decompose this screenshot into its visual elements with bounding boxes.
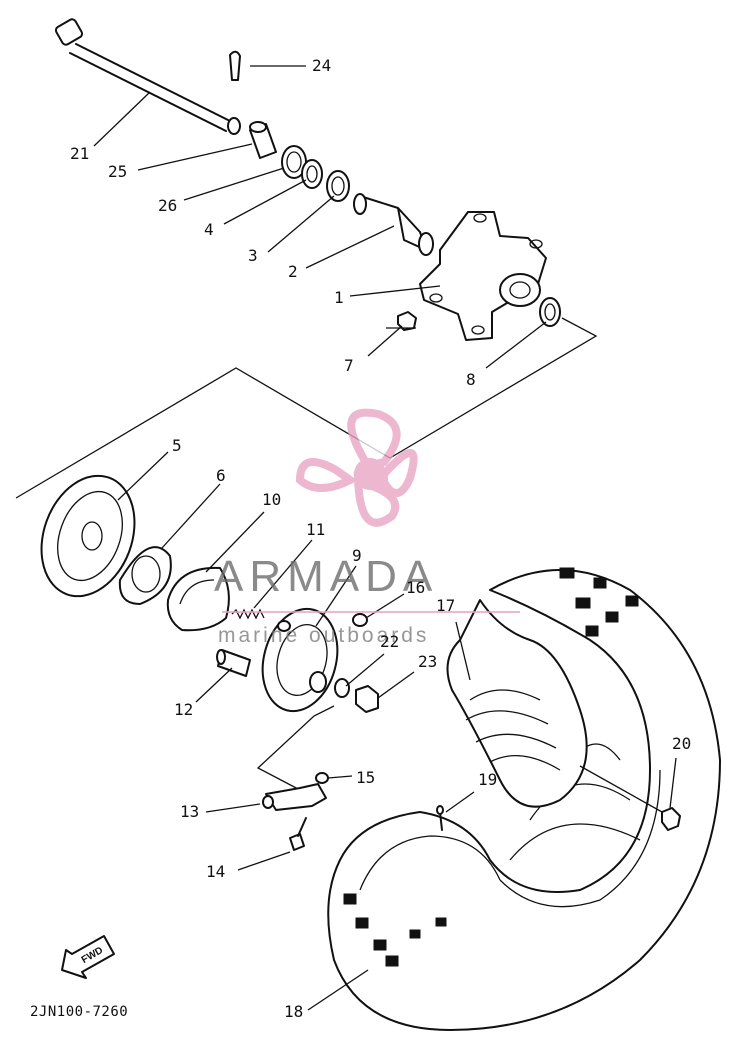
- rim: [446, 599, 588, 808]
- callout-14: 14: [206, 862, 226, 881]
- tire: [327, 567, 721, 1031]
- group-bracket-lower: [256, 705, 335, 791]
- callout-23: 23: [418, 652, 438, 671]
- callout-20: 20: [672, 734, 692, 753]
- hub: [419, 211, 547, 341]
- watermark-brand: ARMADA: [214, 552, 439, 601]
- nut-16: [352, 613, 368, 627]
- spacer: [353, 193, 434, 256]
- callout-21: 21: [70, 144, 90, 163]
- brake-panel: [261, 607, 339, 713]
- lever-bolt: [289, 817, 307, 851]
- brake-drum: [40, 474, 136, 598]
- cam-lever: [262, 783, 327, 811]
- bearing-3: [326, 170, 350, 202]
- hub-seal: [539, 297, 561, 327]
- fwd-arrow-icon: [61, 935, 115, 979]
- callout-19: 19: [478, 770, 498, 789]
- leader-lines: [93, 65, 677, 1011]
- callout-10: 10: [262, 490, 282, 509]
- callout-5: 5: [172, 436, 182, 455]
- brake-shoe: [166, 566, 230, 632]
- watermark-subtitle: marine outboards: [218, 624, 430, 647]
- callout-2: 2: [288, 262, 298, 281]
- callout-22: 22: [380, 632, 400, 651]
- lever-nut: [315, 772, 329, 784]
- collar: [249, 121, 277, 159]
- wheel-nut: [661, 807, 681, 831]
- callout-11: 11: [306, 520, 326, 539]
- gasket: [118, 546, 172, 605]
- callout-1: 1: [334, 288, 344, 307]
- callout-26: 26: [158, 196, 178, 215]
- camshaft: [216, 649, 251, 677]
- axle-nut: [355, 685, 379, 713]
- callout-13: 13: [180, 802, 200, 821]
- callout-9: 9: [352, 546, 362, 565]
- callout-15: 15: [356, 768, 376, 787]
- callout-16: 16: [406, 578, 426, 597]
- callout-24: 24: [312, 56, 332, 75]
- group-bracket-upper-right: [389, 317, 598, 459]
- callout-12: 12: [174, 700, 194, 719]
- callout-25: 25: [108, 162, 128, 181]
- axle: [54, 18, 241, 135]
- callout-8: 8: [466, 370, 476, 389]
- drawing-code: 2JN100-7260: [30, 1004, 129, 1020]
- callout-17: 17: [436, 596, 456, 615]
- callout-6: 6: [216, 466, 226, 485]
- callout-4: 4: [204, 220, 214, 239]
- tire-valve: [436, 805, 444, 831]
- group-bracket-upper: [15, 367, 391, 499]
- washer: [334, 678, 350, 698]
- cotter-pin: [229, 50, 241, 81]
- callout-3: 3: [248, 246, 258, 265]
- callout-7: 7: [344, 356, 354, 375]
- wheel-nut-axis: [579, 765, 663, 813]
- watermark-propeller-icon: [222, 408, 520, 613]
- callout-18: 18: [284, 1002, 304, 1021]
- bearing-4: [301, 159, 323, 189]
